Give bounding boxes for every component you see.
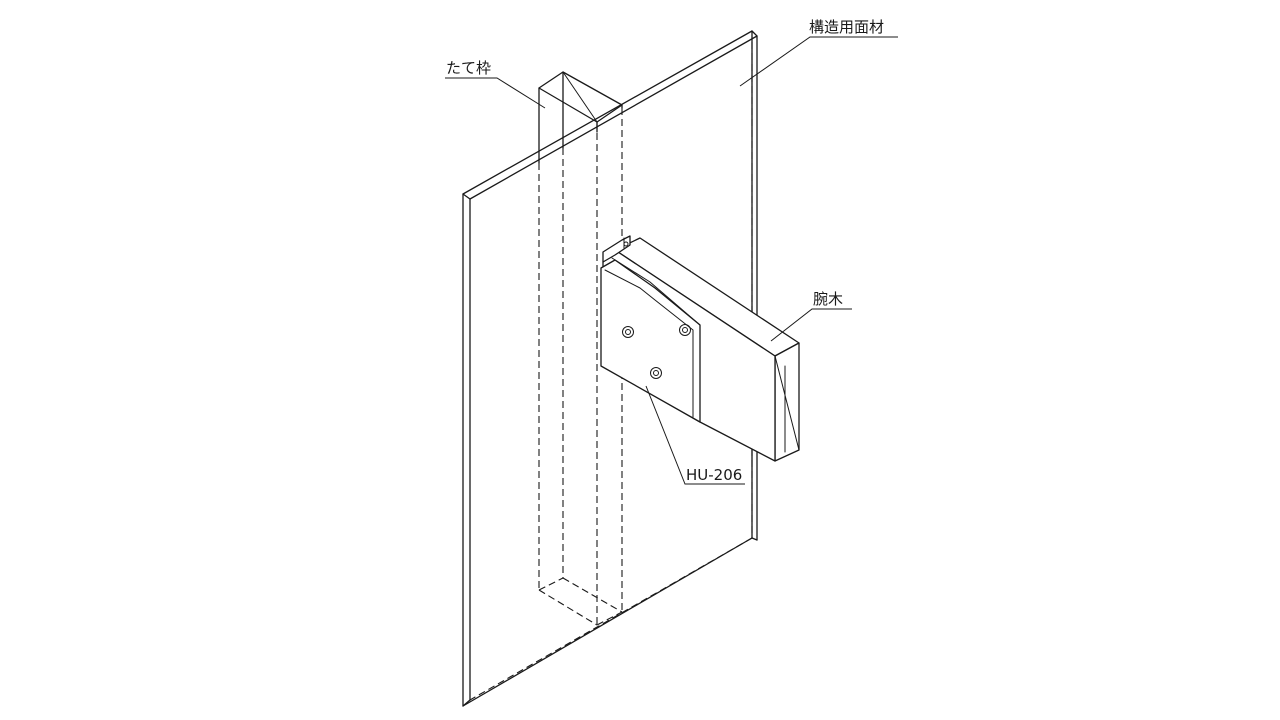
vertical-frame-hidden-lines <box>538 108 623 626</box>
bolt-hole-1 <box>622 326 634 338</box>
leader-arm-beam <box>770 308 852 342</box>
leader-lines <box>445 36 898 485</box>
bolt-hole-2 <box>679 324 691 336</box>
hardware-hu-206 <box>600 235 701 423</box>
structural-panel <box>462 30 758 707</box>
leader-vertical-frame <box>445 77 546 109</box>
bolt-hole-3 <box>650 367 662 379</box>
vertical-frame-top <box>538 71 623 164</box>
label-hardware: HU-206 <box>686 466 742 484</box>
label-vertical-frame: たて枠 <box>446 59 491 77</box>
label-structural-panel: 構造用面材 <box>809 18 884 36</box>
leader-hardware <box>645 385 745 485</box>
label-arm-beam: 腕木 <box>813 290 843 308</box>
leader-structural-panel <box>739 36 898 87</box>
